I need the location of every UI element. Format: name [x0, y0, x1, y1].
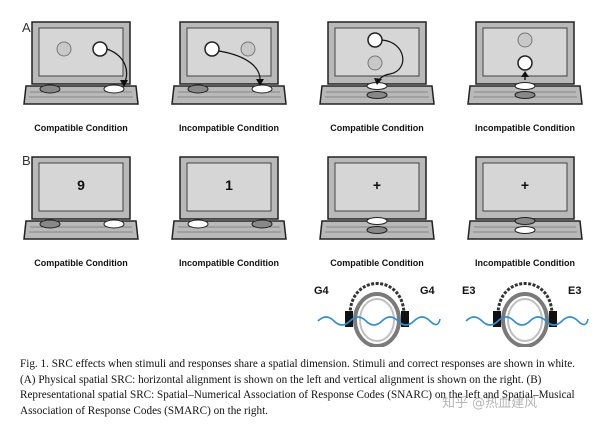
headphones-icon: [465, 282, 589, 347]
figure-caption: Fig. 1. SRC effects when stimuli and res…: [20, 358, 576, 417]
panel-a-label: A: [22, 20, 31, 35]
laptop-a1: [22, 20, 140, 106]
note-label-right: E3: [568, 285, 582, 297]
laptop-b1: 9: [22, 155, 140, 241]
laptop-b3: +: [318, 155, 436, 241]
headphones-compatible: G4 G4: [312, 275, 442, 347]
condition-label-b1: Compatible Condition: [34, 258, 128, 268]
condition-label-a1: Compatible Condition: [34, 123, 128, 133]
note-label-left: E3: [462, 285, 476, 297]
stimulus-fixation: +: [372, 177, 382, 193]
condition-label-b2: Incompatible Condition: [179, 258, 279, 268]
condition-label-a3: Compatible Condition: [330, 123, 424, 133]
stimulus-digit: 1: [225, 177, 233, 193]
panel-b-label: B: [22, 153, 31, 168]
watermark: 知乎 @热血建风: [442, 396, 538, 411]
laptop-a3: [318, 20, 436, 106]
condition-label-b3: Compatible Condition: [330, 258, 424, 268]
headphones-incompatible: E3 E3: [460, 275, 590, 347]
condition-label-a4: Incompatible Condition: [475, 123, 575, 133]
condition-label-a2: Incompatible Condition: [179, 123, 279, 133]
laptop-b2: 1: [170, 155, 288, 241]
note-label-right: G4: [420, 285, 435, 297]
laptop-b4: +: [466, 155, 584, 241]
laptop-a4: [466, 20, 584, 106]
stimulus-digit: 9: [77, 177, 85, 193]
condition-label-b4: Incompatible Condition: [475, 258, 575, 268]
headphones-icon: [317, 282, 441, 347]
note-label-left: G4: [314, 285, 329, 297]
stimulus-fixation: +: [520, 177, 530, 193]
laptop-a2: [170, 20, 288, 106]
